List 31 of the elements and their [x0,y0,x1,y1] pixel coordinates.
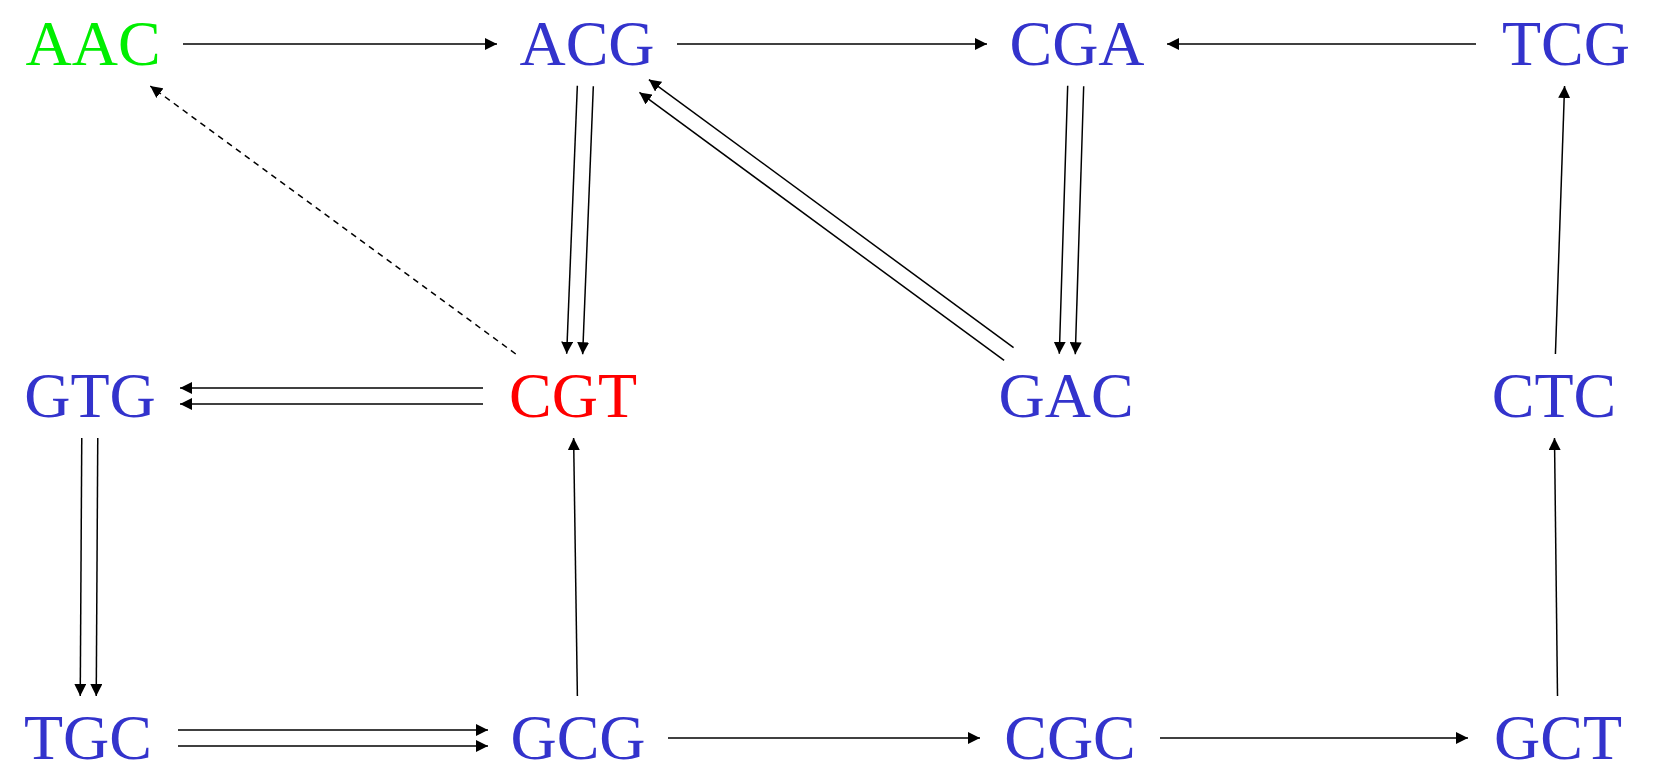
arrow [1069,85,1085,355]
arrow [149,85,517,355]
arrow [567,437,580,697]
sequence-label: GAC [998,364,1134,428]
arrow [561,84,579,355]
sequence-label: TCG [1502,12,1630,76]
sequence-label: ACG [519,12,655,76]
arrow [676,38,988,50]
arrow [1548,437,1561,697]
sequence-label: TGC [24,706,152,770]
arrow [179,398,484,410]
sequence-label: CTC [1491,364,1617,428]
arrow [74,437,87,697]
arrow [179,382,484,394]
arrow [1554,85,1571,355]
sequence-label: GTG [24,364,156,428]
arrow [667,732,981,744]
sequence-label: CGT [509,364,637,428]
arrow [577,85,595,356]
arrow [1159,732,1469,744]
sequence-label: GCG [510,706,646,770]
arrow [177,724,489,736]
arrow [1053,85,1069,355]
arrow [177,740,489,752]
arrow [90,437,103,697]
sequence-label: CGC [1004,706,1136,770]
sequence-label: CGA [1009,12,1145,76]
sequence-label: GCT [1494,706,1622,770]
arrow [182,38,498,50]
arrow [1166,38,1477,50]
sequence-label: AAC [25,12,161,76]
